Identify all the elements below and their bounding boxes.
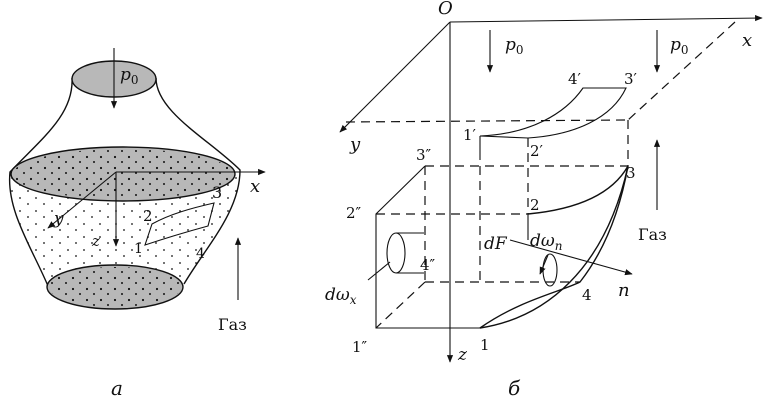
point-1p: 1′ [463,126,477,144]
point-2-a: 2 [143,207,153,225]
point-4-a: 4 [196,246,205,262]
gas-label-b: Газ [638,225,667,244]
panel-b: O x y z p0 p0 1′ 2′ 3′ 4′ [325,0,763,400]
z-axis-label-b: z [457,345,468,365]
point-3-a: 3 [212,183,222,202]
y-axis-b [339,21,451,133]
d-omega-n-disc [542,253,558,287]
x-axis-label-a: x [250,176,260,197]
point-4pp: 4″ [420,256,436,274]
surface-element-b-outer [479,165,629,329]
d-omega-x-label: dωx [325,285,357,307]
d-omega-x-disc [386,232,406,274]
gas-volume [9,170,240,286]
gas-label-a: Газ [218,315,247,334]
guide-diag [375,281,426,329]
origin-label: O [438,0,453,19]
caption-a: а [111,376,123,400]
d-omega-n-leader [539,254,549,275]
surface-element-b [479,165,629,329]
surface-element-a [144,202,215,246]
point-3p: 3′ [624,70,638,88]
y-axis-label-a: y [53,209,64,229]
normal-n [509,239,633,276]
point-2p: 2′ [530,142,544,160]
panel-a: p0 x z y 1 2 3 4 Газ а [8,48,266,400]
point-4p: 4′ [568,70,582,88]
point-1-a: 1 [134,241,143,257]
point-3pp: 3″ [416,146,432,164]
bottom-section-dots [49,267,181,307]
point-3-b: 3 [626,164,636,182]
projection-yz [375,165,480,329]
top-plane-edge-front [345,119,629,123]
p0-label-a: p0 [120,65,139,87]
middle-section-dots [13,149,233,199]
projection-xy [479,87,627,139]
p0-label-b-right: p0 [670,35,689,57]
point-1pp: 1″ [352,338,368,356]
point-4-b: 4 [582,286,592,304]
d-omega-x-leader [367,261,391,281]
x-axis-b [449,15,763,23]
d-omega-n-label: dωn [530,231,562,253]
dF-label: dF [484,234,508,254]
point-2pp: 2″ [346,204,362,222]
y-axis-a [47,171,117,229]
x-axis-label-b: x [742,30,752,51]
z-axis-label-a: z [91,232,100,250]
point-2-b: 2 [530,196,540,214]
caption-b: б [508,376,521,400]
n-label: n [618,280,630,301]
top-plane-edge-right [627,21,736,121]
p0-label-b-left: p0 [505,35,524,57]
point-1-b: 1 [480,336,490,354]
y-axis-label-b: y [349,134,361,155]
